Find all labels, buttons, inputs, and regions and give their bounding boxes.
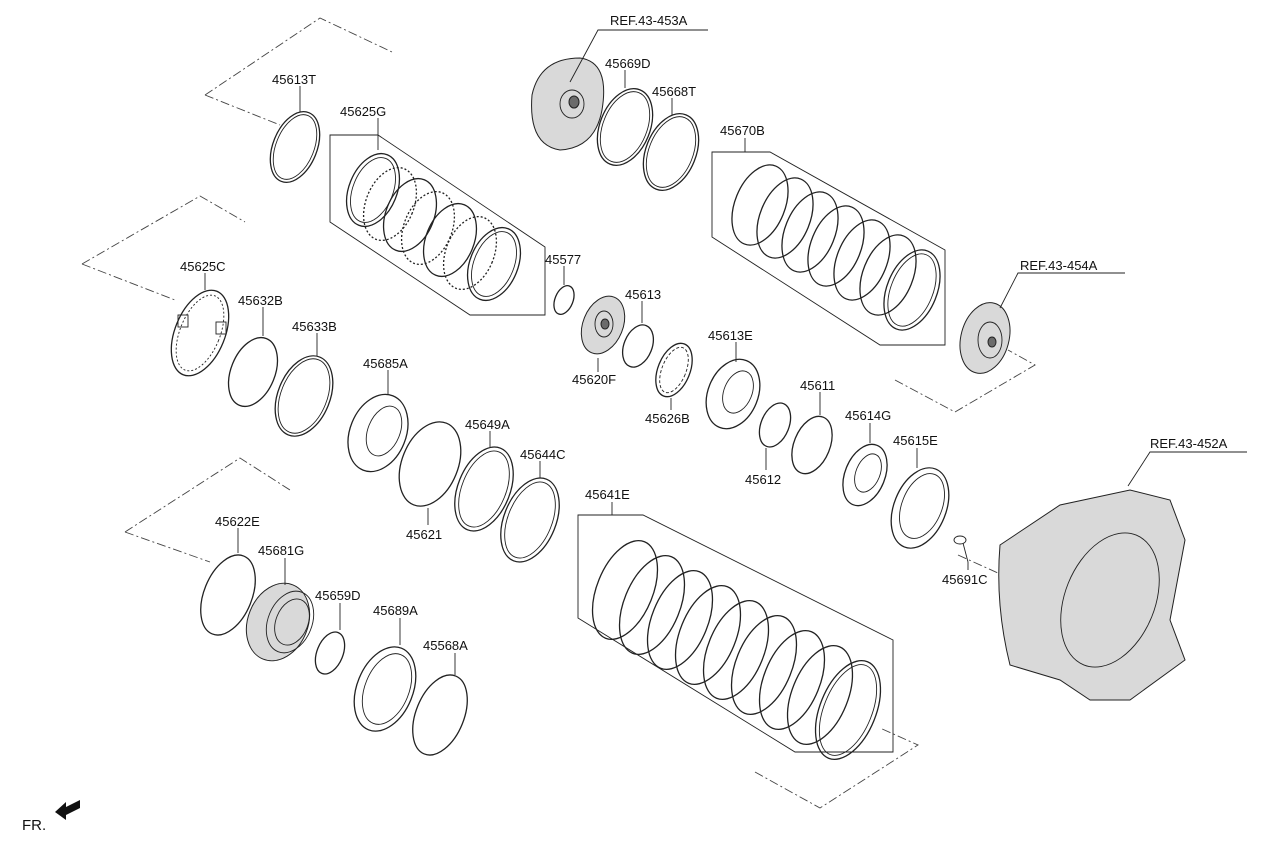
label-45612: 45612: [745, 472, 781, 487]
ref-label-454A: REF.43-454A: [1020, 258, 1098, 273]
label-45668T: 45668T: [652, 84, 696, 99]
label-45621: 45621: [406, 527, 442, 542]
ref-453A-housing: [531, 29, 708, 151]
label-45681G: 45681G: [258, 543, 304, 558]
part-45633B[interactable]: [264, 347, 344, 444]
ref-label-453A: REF.43-453A: [610, 13, 688, 28]
part-45615E[interactable]: [880, 459, 960, 556]
part-45691C[interactable]: [953, 535, 969, 563]
label-45625C: 45625C: [180, 259, 226, 274]
label-45632B: 45632B: [238, 293, 283, 308]
part-45669D[interactable]: [587, 81, 663, 174]
label-45644C: 45644C: [520, 447, 566, 462]
part-45644C[interactable]: [489, 469, 570, 570]
label-45568A: 45568A: [423, 638, 468, 653]
label-45685A: 45685A: [363, 356, 408, 371]
part-45625C[interactable]: [160, 282, 240, 384]
part-45611[interactable]: [784, 410, 840, 479]
label-45670B: 45670B: [720, 123, 765, 138]
part-45577[interactable]: [550, 283, 578, 318]
part-45621[interactable]: [388, 413, 473, 516]
part-45612[interactable]: [753, 398, 796, 451]
label-45641E: 45641E: [585, 487, 630, 502]
label-45620F: 45620F: [572, 372, 616, 387]
part-45668T[interactable]: [633, 106, 709, 199]
label-45615E: 45615E: [893, 433, 938, 448]
part-45613E[interactable]: [696, 351, 769, 436]
ref-label-452A: REF.43-452A: [1150, 436, 1228, 451]
label-45669D: 45669D: [605, 56, 651, 71]
label-45625G: 45625G: [340, 104, 386, 119]
fr-label: FR.: [22, 817, 46, 834]
label-45613T: 45613T: [272, 72, 316, 87]
dash-boundaries: [81, 17, 1181, 809]
part-45625G[interactable]: [329, 134, 546, 316]
part-45649A[interactable]: [443, 438, 524, 539]
label-45649A: 45649A: [465, 417, 510, 432]
label-45614G: 45614G: [845, 408, 891, 423]
part-45626B[interactable]: [649, 338, 700, 402]
ref-454A-gear: [959, 272, 1125, 374]
part-45622E[interactable]: [190, 547, 266, 643]
label-45689A: 45689A: [373, 603, 418, 618]
part-45613T[interactable]: [261, 104, 330, 189]
part-45620F[interactable]: [573, 290, 633, 361]
front-arrow-icon: [55, 800, 80, 820]
part-45632B[interactable]: [219, 330, 287, 413]
part-45670B[interactable]: [711, 151, 951, 346]
label-45626B: 45626B: [645, 411, 690, 426]
part-45685A[interactable]: [337, 385, 419, 480]
part-45689A[interactable]: [343, 638, 428, 741]
label-45633B: 45633B: [292, 319, 337, 334]
label-45613: 45613: [625, 287, 661, 302]
label-45613E: 45613E: [708, 328, 753, 343]
part-45659D[interactable]: [310, 628, 351, 679]
part-45681G[interactable]: [235, 574, 322, 671]
part-45568A[interactable]: [402, 667, 478, 763]
label-45622E: 45622E: [215, 514, 260, 529]
front-direction-indicator: FR.: [22, 800, 80, 834]
part-45613[interactable]: [617, 320, 659, 371]
label-45659D: 45659D: [315, 588, 361, 603]
part-45641E[interactable]: [577, 514, 894, 769]
label-45577: 45577: [545, 252, 581, 267]
label-45611: 45611: [800, 378, 835, 393]
ref-452A-case: [998, 451, 1247, 701]
label-45691C: 45691C: [942, 572, 988, 587]
leader-lines: [204, 70, 969, 675]
part-45614G[interactable]: [834, 438, 895, 512]
